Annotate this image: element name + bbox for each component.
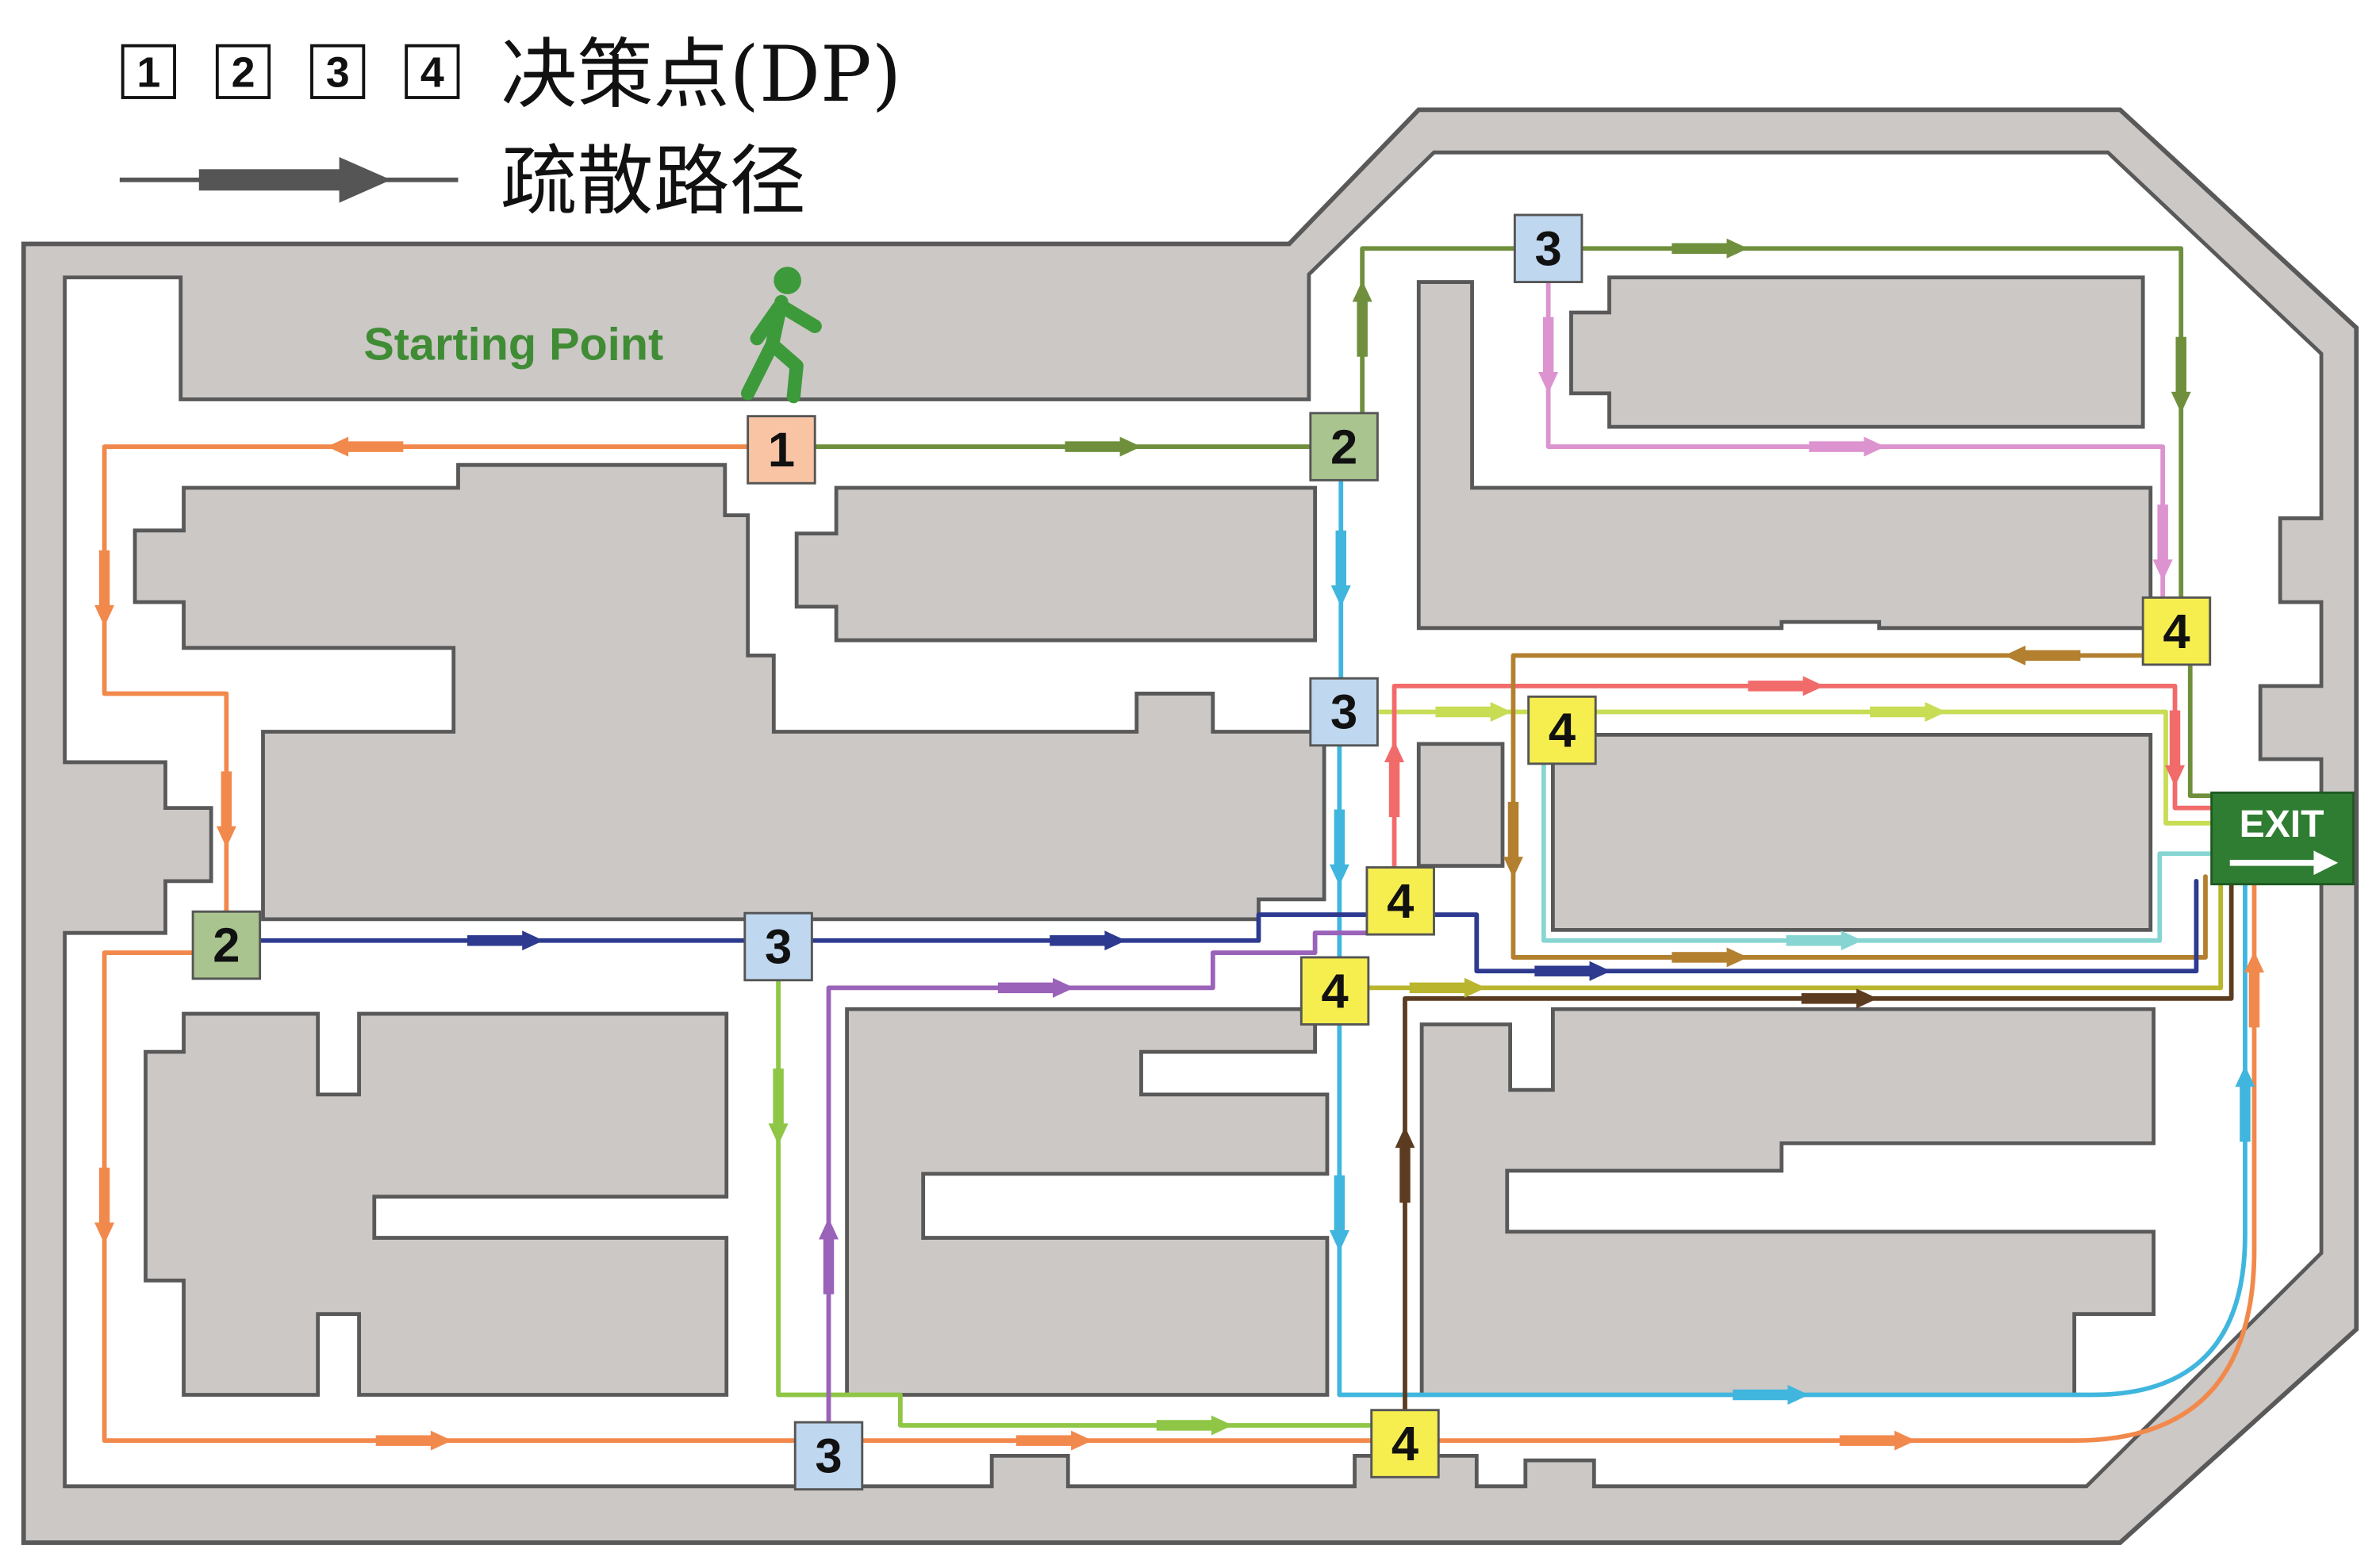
- legend-dp-box: 4: [405, 44, 460, 99]
- evacuation-route-teal: [1541, 760, 2217, 943]
- decision-point: 4: [1527, 695, 1597, 765]
- legend-route-label: 疏散路径: [501, 136, 805, 225]
- arrow-right-icon: [2229, 850, 2339, 876]
- evacuation-route-navy: [257, 878, 2199, 974]
- decision-point: 4: [1365, 866, 1435, 936]
- decision-point: 3: [1309, 677, 1379, 747]
- exit-label: EXIT: [2240, 804, 2324, 846]
- legend-dp-level: 1: [136, 49, 160, 97]
- decision-point: 4: [1370, 1409, 1440, 1479]
- decision-point-label: 4: [2163, 604, 2190, 659]
- decision-point-label: 4: [1549, 704, 1576, 758]
- buildings: [132, 275, 2156, 1397]
- legend-dp-box: 1: [121, 44, 176, 99]
- evacuation-route-lightgreen: [776, 977, 1372, 1428]
- evacuation-route-tan: [1511, 653, 2208, 960]
- legend-dp-level: 3: [326, 49, 350, 97]
- legend-dp-box: 3: [310, 44, 366, 99]
- decision-point: 2: [191, 910, 262, 980]
- starting-point: Starting Point: [363, 267, 822, 404]
- decision-point-label: 2: [1330, 420, 1357, 474]
- decision-point-label: 4: [1321, 964, 1348, 1018]
- decision-point: 4: [1299, 956, 1370, 1026]
- building: [1551, 732, 2153, 932]
- building: [1416, 280, 2153, 631]
- evacuation-route-mustard: [1365, 878, 2224, 991]
- decision-point: 2: [1309, 412, 1379, 481]
- decision-point-label: 4: [1392, 1417, 1418, 1471]
- route-arrow-icon: [119, 156, 459, 203]
- building: [1419, 1007, 2156, 1397]
- evacuation-route-olive: [812, 246, 2217, 799]
- evacuation-route-purple: [826, 930, 1369, 1425]
- starting-point-label: Starting Point: [363, 320, 663, 370]
- legend-dp-level: 4: [420, 49, 444, 97]
- building: [1416, 742, 1505, 869]
- decision-point-label: 2: [213, 919, 240, 973]
- exit-sign-background: [2210, 791, 2355, 886]
- decision-point: 3: [1513, 213, 1583, 283]
- decision-points: 1 2 3 4 3 4 4 2: [191, 213, 2212, 1491]
- decision-point: 3: [743, 911, 813, 982]
- decision-point: 3: [793, 1421, 864, 1491]
- legend-dp-level: 2: [232, 49, 255, 97]
- decision-point-label: 3: [1535, 221, 1562, 276]
- decision-point-label: 3: [1330, 685, 1357, 740]
- walking-person-icon: [741, 267, 822, 404]
- decision-point-label: 4: [1387, 874, 1414, 929]
- decision-point: 1: [747, 415, 816, 485]
- exit-sign: EXIT: [2210, 791, 2355, 886]
- building: [845, 1007, 1330, 1397]
- building: [1569, 275, 2145, 429]
- decision-point-label: 3: [765, 920, 792, 975]
- decision-point-label: 3: [815, 1429, 842, 1484]
- legend: 1 2 3 4 决策点(DP) 疏散路径: [119, 30, 901, 225]
- building: [794, 485, 1317, 642]
- building: [144, 1011, 729, 1397]
- decision-point-label: 1: [768, 423, 795, 478]
- legend-dp-label: 决策点(DP): [501, 30, 901, 119]
- decision-point: 4: [2141, 596, 2212, 666]
- legend-dp-box: 2: [215, 44, 271, 99]
